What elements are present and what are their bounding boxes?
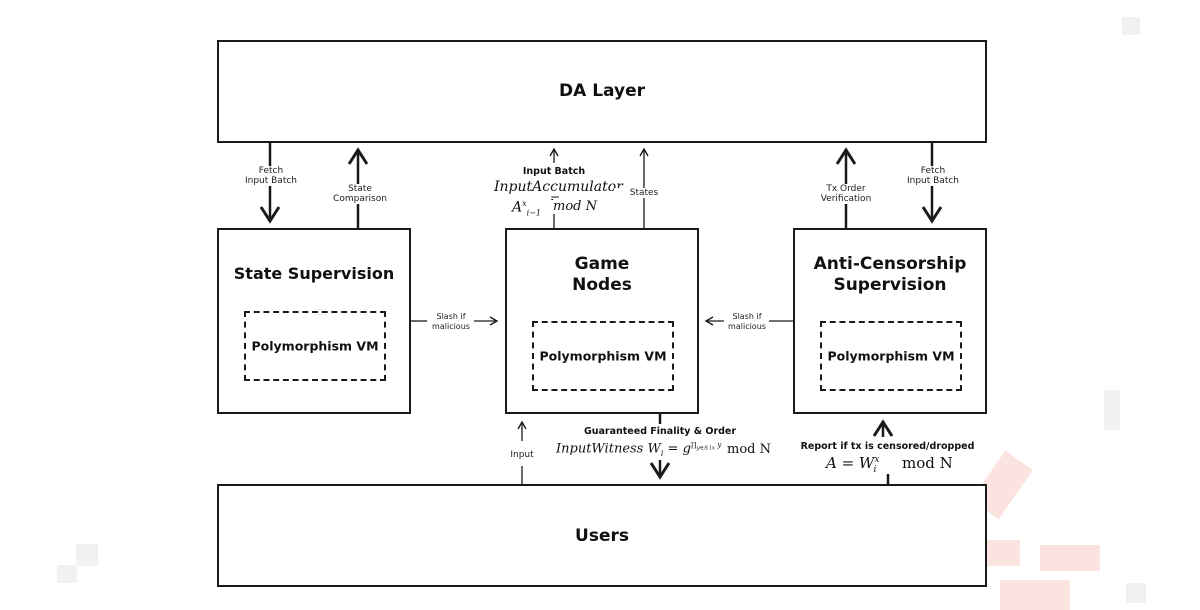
- accumulator-base: Axi−1: [512, 199, 541, 218]
- decorative-square: [1126, 583, 1146, 603]
- slash-label-right: Slash if malicious: [728, 312, 766, 331]
- input-accumulator-formula: InputAccumulator: [494, 179, 623, 195]
- polymorphism-vm-label: Polymorphism VM: [251, 338, 379, 354]
- input-label: Input: [510, 450, 534, 460]
- report-censored-label: Report if tx is censored/dropped: [800, 441, 975, 452]
- polymorphism-vm-box: Polymorphism VM: [532, 321, 674, 391]
- game-nodes-box: Game Nodes Polymorphism VM: [505, 228, 699, 414]
- accumulator-mod: mod N: [553, 199, 597, 214]
- tx-order-verification-label: Tx Order Verification: [808, 184, 884, 204]
- decorative-square: [1104, 390, 1120, 430]
- state-supervision-box: State Supervision Polymorphism VM: [217, 228, 411, 414]
- fetch-input-batch-label-left: Fetch Input Batch: [236, 166, 306, 186]
- users-title: Users: [575, 526, 629, 546]
- decorative-square: [57, 565, 77, 583]
- polymorphism-vm-box: Polymorphism VM: [820, 321, 962, 391]
- witness-mod: mod N: [727, 442, 771, 457]
- game-nodes-title: Game Nodes: [572, 254, 632, 295]
- state-comparison-label: State Comparison: [325, 184, 395, 204]
- state-supervision-title: State Supervision: [233, 264, 395, 283]
- input-witness-formula: InputWitness Wi = g∏y∈S∖x y: [556, 441, 722, 458]
- watermark-logo: [1000, 580, 1070, 610]
- polymorphism-vm-label: Polymorphism VM: [539, 348, 667, 364]
- polymorphism-vm-box: Polymorphism VM: [244, 311, 386, 381]
- watermark-logo: [1040, 545, 1100, 571]
- report-lhs: A = W: [826, 454, 875, 472]
- decorative-square: [1122, 17, 1140, 35]
- input-witness-text: InputWitness W: [556, 441, 661, 457]
- da-layer-title: DA Layer: [559, 81, 645, 101]
- fetch-input-batch-label-right: Fetch Input Batch: [898, 166, 968, 186]
- decorative-square: [76, 544, 98, 566]
- anti-censorship-box: Anti-Censorship Supervision Polymorphism…: [793, 228, 987, 414]
- anti-censorship-title: Anti-Censorship Supervision: [813, 254, 967, 295]
- slash-label-left: Slash if malicious: [432, 312, 470, 331]
- da-layer-box: DA Layer: [217, 40, 987, 143]
- guaranteed-finality-label: Guaranteed Finality & Order: [583, 426, 737, 437]
- users-box: Users: [217, 484, 987, 587]
- report-mod: mod N: [902, 454, 953, 472]
- accumulator-symbol: A: [512, 199, 523, 216]
- states-label: States: [614, 188, 674, 198]
- report-formula: A = Wxi: [826, 454, 880, 475]
- input-batch-label: Input Batch: [522, 166, 586, 177]
- accumulator-equals: =: [550, 191, 561, 205]
- polymorphism-vm-label: Polymorphism VM: [827, 348, 955, 364]
